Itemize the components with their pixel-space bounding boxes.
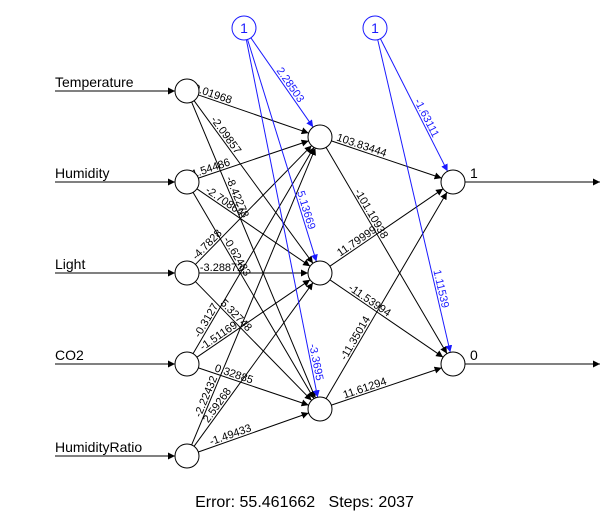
edge-bias-hidden-0 <box>250 37 314 128</box>
edge-hidden-1-output-1 <box>329 279 444 358</box>
edge-input-3-hidden-2 <box>198 367 309 407</box>
edge-input-1-hidden-0 <box>198 139 309 179</box>
input-label-3: CO2 <box>55 347 84 363</box>
output-label-1: 0 <box>470 347 478 363</box>
edge-input-3-hidden-1 <box>196 279 311 358</box>
edge-hidden-1-output-0-weight-label: 11.79999 <box>335 224 379 259</box>
edge-hidden-2-output-0 <box>325 192 448 399</box>
hidden-node-0 <box>307 124 333 150</box>
edge-hidden-0-output-1 <box>325 147 448 354</box>
input-node-3 <box>174 351 200 377</box>
hidden-node-1 <box>307 260 333 286</box>
output-label-0: 1 <box>470 165 478 181</box>
edge-hidden-1-output-1-weight-label: -11.53994 <box>346 282 393 319</box>
input-label-4: HumidityRatio <box>55 439 142 455</box>
edge-input-4-hidden-1 <box>193 282 314 447</box>
error-label: Error: <box>195 494 236 511</box>
edge-hidden-2-output-0-weight-label: -11.35014 <box>338 314 373 362</box>
edge-input-4-hidden-2-weight-label: -1.49433 <box>208 422 253 448</box>
steps-label: Steps: <box>328 494 374 511</box>
edge-bias-output-1 <box>377 39 453 353</box>
input-label-0: Temperature <box>55 74 134 90</box>
bias-node-output <box>362 15 388 41</box>
edge-input-3-hidden-0 <box>192 147 315 354</box>
training-summary: Error: 55.461662 Steps: 2037 <box>0 494 609 512</box>
input-node-0 <box>174 78 200 104</box>
bias-node-hidden <box>231 15 257 41</box>
edge-hidden-2-output-1 <box>331 366 442 406</box>
edge-input-2-hidden-2 <box>195 281 312 401</box>
edge-input-2-hidden-0 <box>195 145 312 265</box>
edge-input-0-hidden-1-weight-label: -2.09857 <box>208 114 243 156</box>
edge-bias-hidden-0-weight-label: 2.28503 <box>274 65 307 104</box>
output-node-1 <box>440 351 466 377</box>
edge-hidden-1-output-0 <box>329 188 444 267</box>
edge-input-0-hidden-0 <box>198 94 309 135</box>
input-node-4 <box>174 443 200 469</box>
edge-bias-hidden-1 <box>247 39 318 262</box>
edge-input-1-hidden-1 <box>196 188 311 267</box>
error-value: 55.461662 <box>239 494 316 511</box>
edge-bias-hidden-1-weight-label: 5.13669 <box>294 190 317 232</box>
input-label-1: Humidity <box>55 165 109 181</box>
edge-input-2-hidden-1-weight-label: -3.28872 <box>200 262 243 274</box>
input-label-2: Light <box>55 256 85 272</box>
edge-input-4-hidden-2 <box>198 412 309 453</box>
edge-input-4-hidden-0 <box>191 147 316 446</box>
input-node-2 <box>174 260 200 286</box>
hidden-node-2 <box>307 396 333 422</box>
edge-bias-output-0 <box>379 38 449 172</box>
input-node-1 <box>174 169 200 195</box>
edge-hidden-0-output-0 <box>331 140 442 180</box>
bias-node-hidden-label: 1 <box>240 20 248 36</box>
edge-bias-hidden-2-weight-label: -3.3695 <box>306 343 325 382</box>
edge-bias-output-0-weight-label: -1.63111 <box>411 97 441 140</box>
edge-bias-output-1-weight-label: 1.11539 <box>430 269 450 310</box>
edge-hidden-0-output-0-weight-label: 103.83444 <box>335 132 388 160</box>
output-node-0 <box>440 169 466 195</box>
edge-input-2-hidden-0-weight-label: -4.7828 <box>190 227 225 262</box>
edge-input-0-hidden-1 <box>193 100 314 264</box>
steps-value: 2037 <box>378 494 414 511</box>
edge-bias-hidden-2 <box>245 39 320 398</box>
edge-hidden-2-output-1-weight-label: 11.61294 <box>342 376 389 402</box>
edge-input-3-hidden-2-weight-label: 0.32885 <box>213 363 255 387</box>
bias-node-output-label: 1 <box>371 20 379 36</box>
